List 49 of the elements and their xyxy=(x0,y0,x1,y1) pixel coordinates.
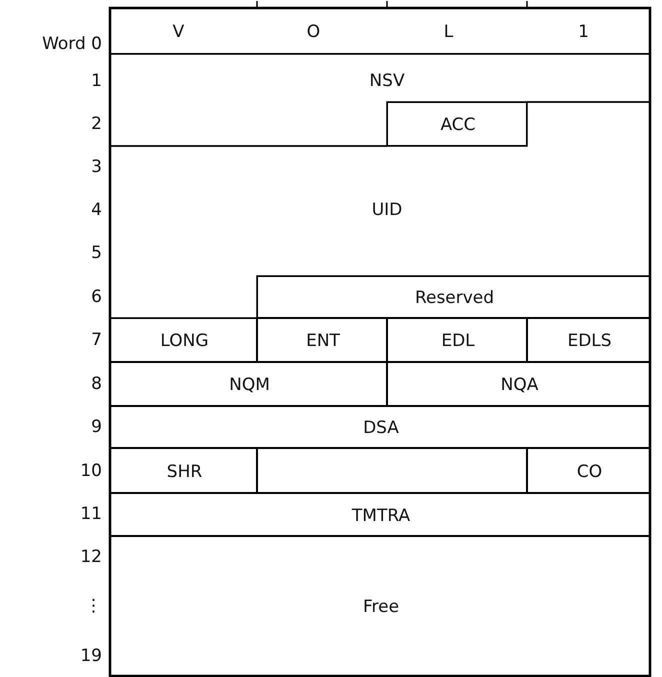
field-box xyxy=(110,493,650,536)
character-label: O xyxy=(306,22,320,42)
character-label: 1 xyxy=(578,22,589,42)
word-number: ⋮ xyxy=(85,596,102,616)
word-number: 9 xyxy=(91,417,102,437)
word-number: 3 xyxy=(91,157,102,177)
field-name: Free xyxy=(362,597,400,617)
field-name: TMTRA xyxy=(352,506,410,526)
field-name: EDL xyxy=(441,331,475,351)
field-name: NQM xyxy=(229,375,270,395)
field-box xyxy=(110,406,650,448)
field-box xyxy=(527,448,650,493)
field-name: NQA xyxy=(500,375,538,395)
field-name: UID xyxy=(372,200,402,220)
word-number: 11 xyxy=(80,504,102,524)
word-number: 10 xyxy=(80,461,102,481)
word-number: 7 xyxy=(91,330,102,350)
field-name: SHR xyxy=(166,462,202,482)
field-box xyxy=(527,318,650,362)
character-label: V xyxy=(172,22,184,42)
field-name: EDLS xyxy=(567,331,612,351)
character-label: L xyxy=(444,22,454,42)
field-name: DSA xyxy=(363,418,399,438)
field-name: LONG xyxy=(160,331,209,351)
field-name: Reserved xyxy=(414,288,494,308)
word-number: 4 xyxy=(91,200,102,220)
field-box xyxy=(387,318,527,362)
word-number: 12 xyxy=(80,547,102,567)
field-box xyxy=(387,362,650,406)
field-region xyxy=(110,54,650,146)
word-number: 6 xyxy=(91,287,102,307)
field-box xyxy=(110,318,257,362)
word-number: 5 xyxy=(91,243,102,263)
word-number: 19 xyxy=(80,646,102,666)
word-number-label: Word 0 xyxy=(42,34,102,54)
field-box xyxy=(257,318,387,362)
field-name: NSV xyxy=(369,71,405,91)
word-number: 2 xyxy=(91,114,102,134)
field-box xyxy=(387,102,527,146)
field-box xyxy=(110,362,387,406)
field-name: ENT xyxy=(306,331,340,351)
word-number: 1 xyxy=(91,71,102,91)
empty-field-box xyxy=(257,448,527,493)
field-region xyxy=(110,102,650,318)
word-number: 8 xyxy=(91,374,102,394)
field-name: CO xyxy=(576,462,602,482)
field-name: ACC xyxy=(440,115,476,135)
field-box xyxy=(257,276,650,318)
field-box xyxy=(110,448,257,493)
